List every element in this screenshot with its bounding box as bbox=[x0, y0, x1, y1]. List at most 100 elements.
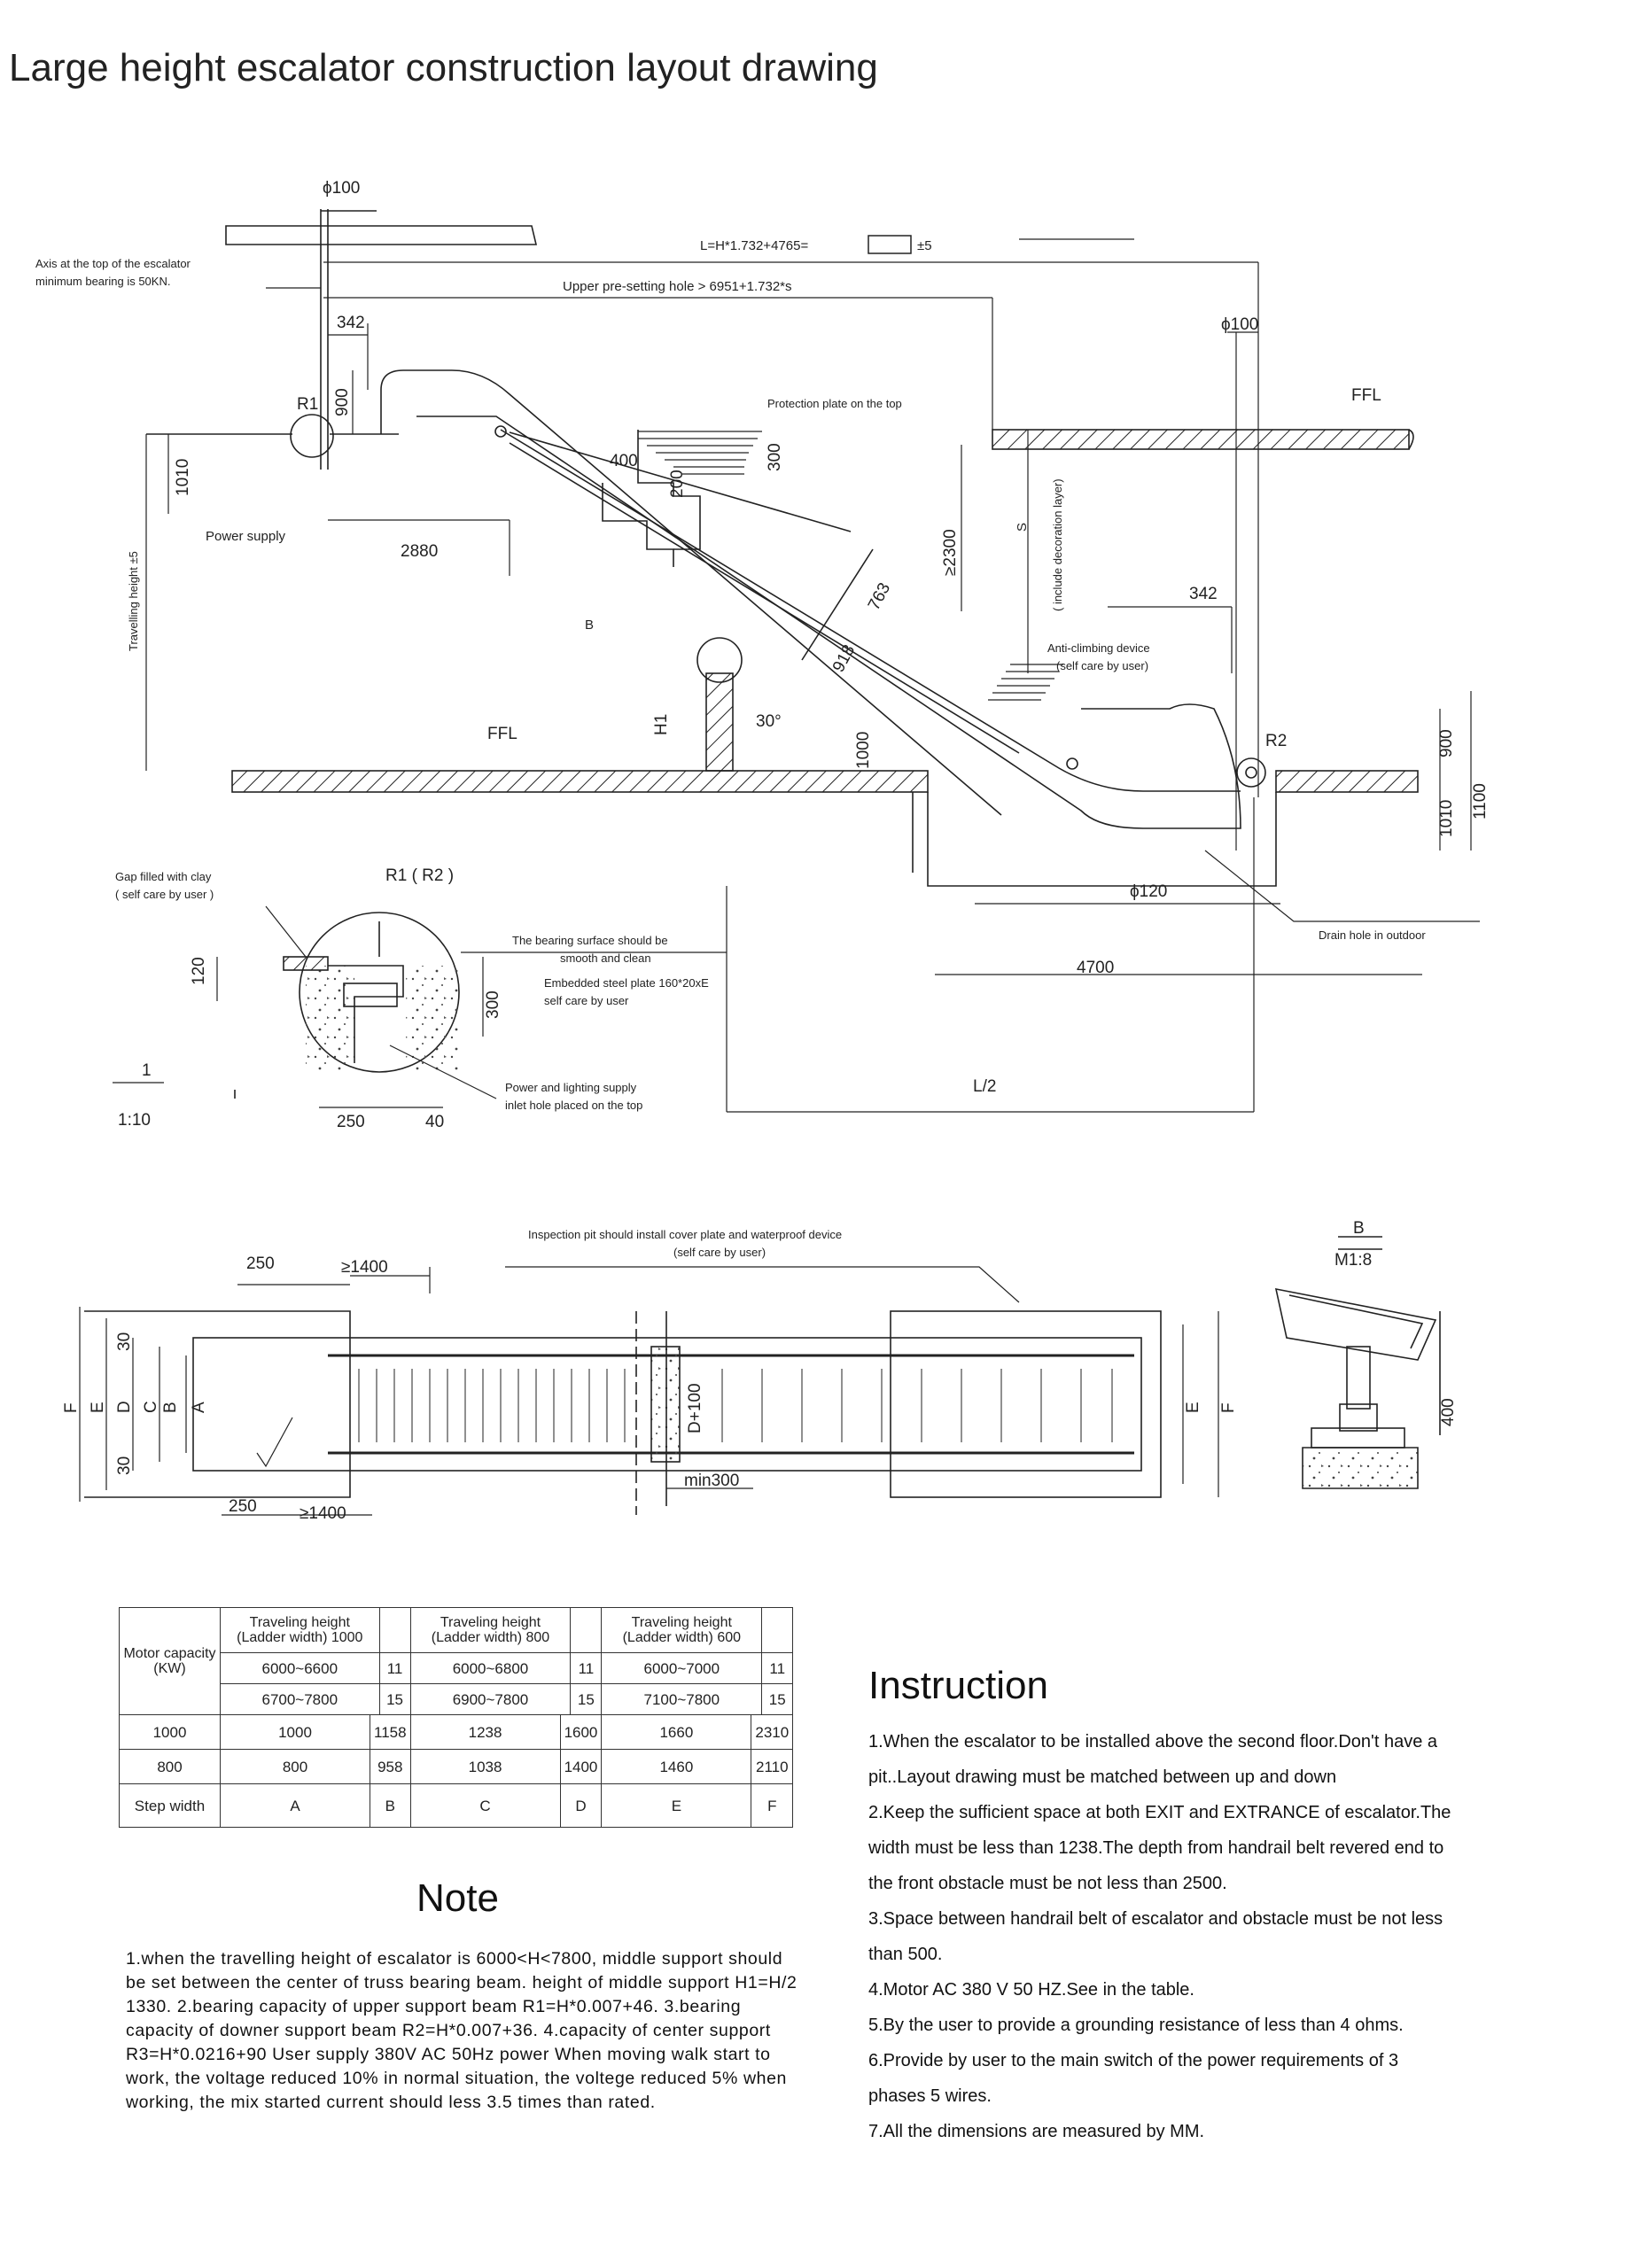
table-cell: 15 bbox=[570, 1683, 603, 1715]
table-cell: 1238 bbox=[409, 1714, 561, 1750]
plan-c-left: C bbox=[142, 1401, 160, 1413]
table-cell: 1038 bbox=[409, 1749, 561, 1784]
r2-bearing bbox=[1236, 757, 1266, 788]
escalator-elevation bbox=[145, 209, 1480, 1113]
detail-labels: Gap filled with clay ( self care by user… bbox=[115, 866, 709, 1131]
table-cell: 11 bbox=[761, 1652, 794, 1684]
protection-plate-label: Protection plate on the top bbox=[767, 397, 902, 410]
plan-f-left: F bbox=[62, 1402, 81, 1413]
dim-763: 763 bbox=[865, 579, 894, 613]
truss-top bbox=[380, 369, 1002, 816]
plan-view bbox=[79, 1266, 1219, 1516]
table-cell: 958 bbox=[370, 1749, 411, 1784]
table-row: 6000~6600 11 6000~6800 11 6000~7000 11 bbox=[120, 1652, 794, 1684]
table-cell: 1460 bbox=[601, 1749, 752, 1784]
detail-b-400: 400 bbox=[1439, 1398, 1458, 1426]
detail-b-labels: B M1:8 400 bbox=[1334, 1219, 1458, 1426]
table-cell: 1400 bbox=[559, 1749, 603, 1784]
d100-label: D+100 bbox=[686, 1383, 704, 1433]
list-item: 1.When the escalator to be installed abo… bbox=[868, 1732, 1438, 1751]
list-item: 2.Keep the sufficient space at both EXIT… bbox=[868, 1803, 1451, 1822]
phi120-label: ϕ120 bbox=[1130, 882, 1167, 901]
list-item: 7.All the dimensions are measured by MM. bbox=[868, 2122, 1205, 2141]
table-cell: 6000~6800 bbox=[409, 1652, 572, 1684]
plan-d-left: D bbox=[115, 1401, 134, 1413]
r1r2-label: R1 ( R2 ) bbox=[385, 866, 454, 885]
table-cell: Traveling height (Ladder width) 600 bbox=[601, 1607, 763, 1653]
table-cell: 15 bbox=[761, 1683, 794, 1715]
bottom-pit bbox=[927, 792, 1277, 887]
dim-2300: ≥2300 bbox=[941, 529, 960, 576]
table-cell: C bbox=[409, 1783, 561, 1828]
table-cell: 1600 bbox=[559, 1714, 603, 1750]
phi100-right: ϕ100 bbox=[1221, 315, 1258, 334]
bearing-detail bbox=[113, 905, 727, 1108]
axis-note-2: minimum bearing is 50KN. bbox=[35, 275, 170, 288]
table-row: 800 800 958 1038 1400 1460 2110 bbox=[119, 1749, 794, 1784]
ffl-right: FFL bbox=[1351, 386, 1381, 405]
anti-climb-1: Anti-climbing device bbox=[1047, 641, 1150, 655]
gap-label-1: Gap filled with clay bbox=[115, 870, 212, 883]
upper-hole-label: Upper pre-setting hole > 6951+1.732*s bbox=[563, 279, 792, 294]
list-item: pit..Layout drawing must be matched betw… bbox=[868, 1767, 1337, 1787]
truss-bottom bbox=[416, 416, 1241, 829]
dim-300: 300 bbox=[766, 443, 784, 471]
pit-note-2: (self care by user) bbox=[673, 1246, 766, 1259]
anti-climb-2: (self care by user) bbox=[1056, 659, 1148, 672]
bearing-surface-2: smooth and clean bbox=[560, 951, 651, 965]
table-cell: D bbox=[559, 1783, 603, 1828]
table-cell: 6900~7800 bbox=[409, 1683, 572, 1715]
power-supply-label: Power supply bbox=[206, 529, 286, 544]
bearing-surface-1: The bearing surface should be bbox=[512, 934, 668, 947]
dim-918: 918 bbox=[829, 641, 859, 675]
table-cell: 1000 bbox=[119, 1714, 221, 1750]
table-cell bbox=[570, 1607, 603, 1653]
dim-1010-right: 1010 bbox=[1437, 800, 1456, 837]
note-title: Note bbox=[416, 1876, 499, 1920]
motor-capacity-table: Motor capacity (KW) Traveling height (La… bbox=[119, 1607, 794, 1828]
plan-a-left: A bbox=[190, 1402, 208, 1413]
pit-note-1: Inspection pit should install cover plat… bbox=[528, 1228, 842, 1241]
table-cell: B bbox=[370, 1783, 411, 1828]
r2-label: R2 bbox=[1265, 732, 1287, 750]
min300-label: min300 bbox=[684, 1472, 739, 1490]
length-tolerance: ±5 bbox=[917, 238, 932, 253]
list-item: 5.By the user to provide a grounding res… bbox=[868, 2016, 1404, 2035]
steel-plate-1: Embedded steel plate 160*20xE bbox=[544, 976, 709, 990]
plan-b-left: B bbox=[161, 1402, 180, 1413]
table-cell bbox=[378, 1607, 411, 1653]
table-cell: Step width bbox=[119, 1783, 221, 1828]
dim-400: 400 bbox=[610, 452, 638, 470]
plan-1400-bot: ≥1400 bbox=[300, 1504, 346, 1523]
steel-plate-2: self care by user bbox=[544, 994, 629, 1007]
h1-label: H1 bbox=[652, 714, 671, 735]
table-cell: 800 bbox=[119, 1749, 221, 1784]
list-item: than 500. bbox=[868, 1945, 943, 1964]
ffl-left: FFL bbox=[487, 725, 517, 743]
plan-30-top: 30 bbox=[115, 1332, 134, 1351]
s-label: S bbox=[1015, 523, 1030, 532]
note-body: 1.when the travelling height of escalato… bbox=[126, 1949, 798, 2112]
table-cell: 6000~6600 bbox=[220, 1652, 380, 1684]
dim-900-right: 900 bbox=[1437, 729, 1456, 757]
list-item: phases 5 wires. bbox=[868, 2086, 992, 2106]
table-cell bbox=[761, 1607, 794, 1653]
plan-30-bot: 30 bbox=[115, 1456, 134, 1475]
upper-slab-beam bbox=[225, 225, 538, 245]
table-row: Motor capacity (KW) Traveling height (La… bbox=[119, 1607, 794, 1715]
power-inlet-2: inlet hole placed on the top bbox=[505, 1099, 642, 1112]
table-cell: A bbox=[220, 1783, 370, 1828]
table-cell: 1000 bbox=[220, 1714, 370, 1750]
dim-200: 200 bbox=[668, 470, 687, 498]
dim-342-right: 342 bbox=[1189, 585, 1218, 603]
table-cell: 2110 bbox=[751, 1749, 794, 1784]
instruction-list: 1.When the escalator to be installed abo… bbox=[868, 1724, 1551, 2149]
power-inlet-1: Power and lighting supply bbox=[505, 1081, 637, 1094]
dim-342-left: 342 bbox=[337, 314, 365, 332]
drain-hole-label: Drain hole in outdoor bbox=[1319, 928, 1426, 942]
plan-labels: 250 ≥1400 Inspection pit should install … bbox=[62, 1228, 1238, 1523]
table-cell: E bbox=[601, 1783, 752, 1828]
dim-1010-left: 1010 bbox=[174, 459, 192, 496]
dim-40-detail: 40 bbox=[425, 1113, 444, 1131]
table-row: 1000 1000 1158 1238 1600 1660 2310 bbox=[119, 1714, 794, 1750]
